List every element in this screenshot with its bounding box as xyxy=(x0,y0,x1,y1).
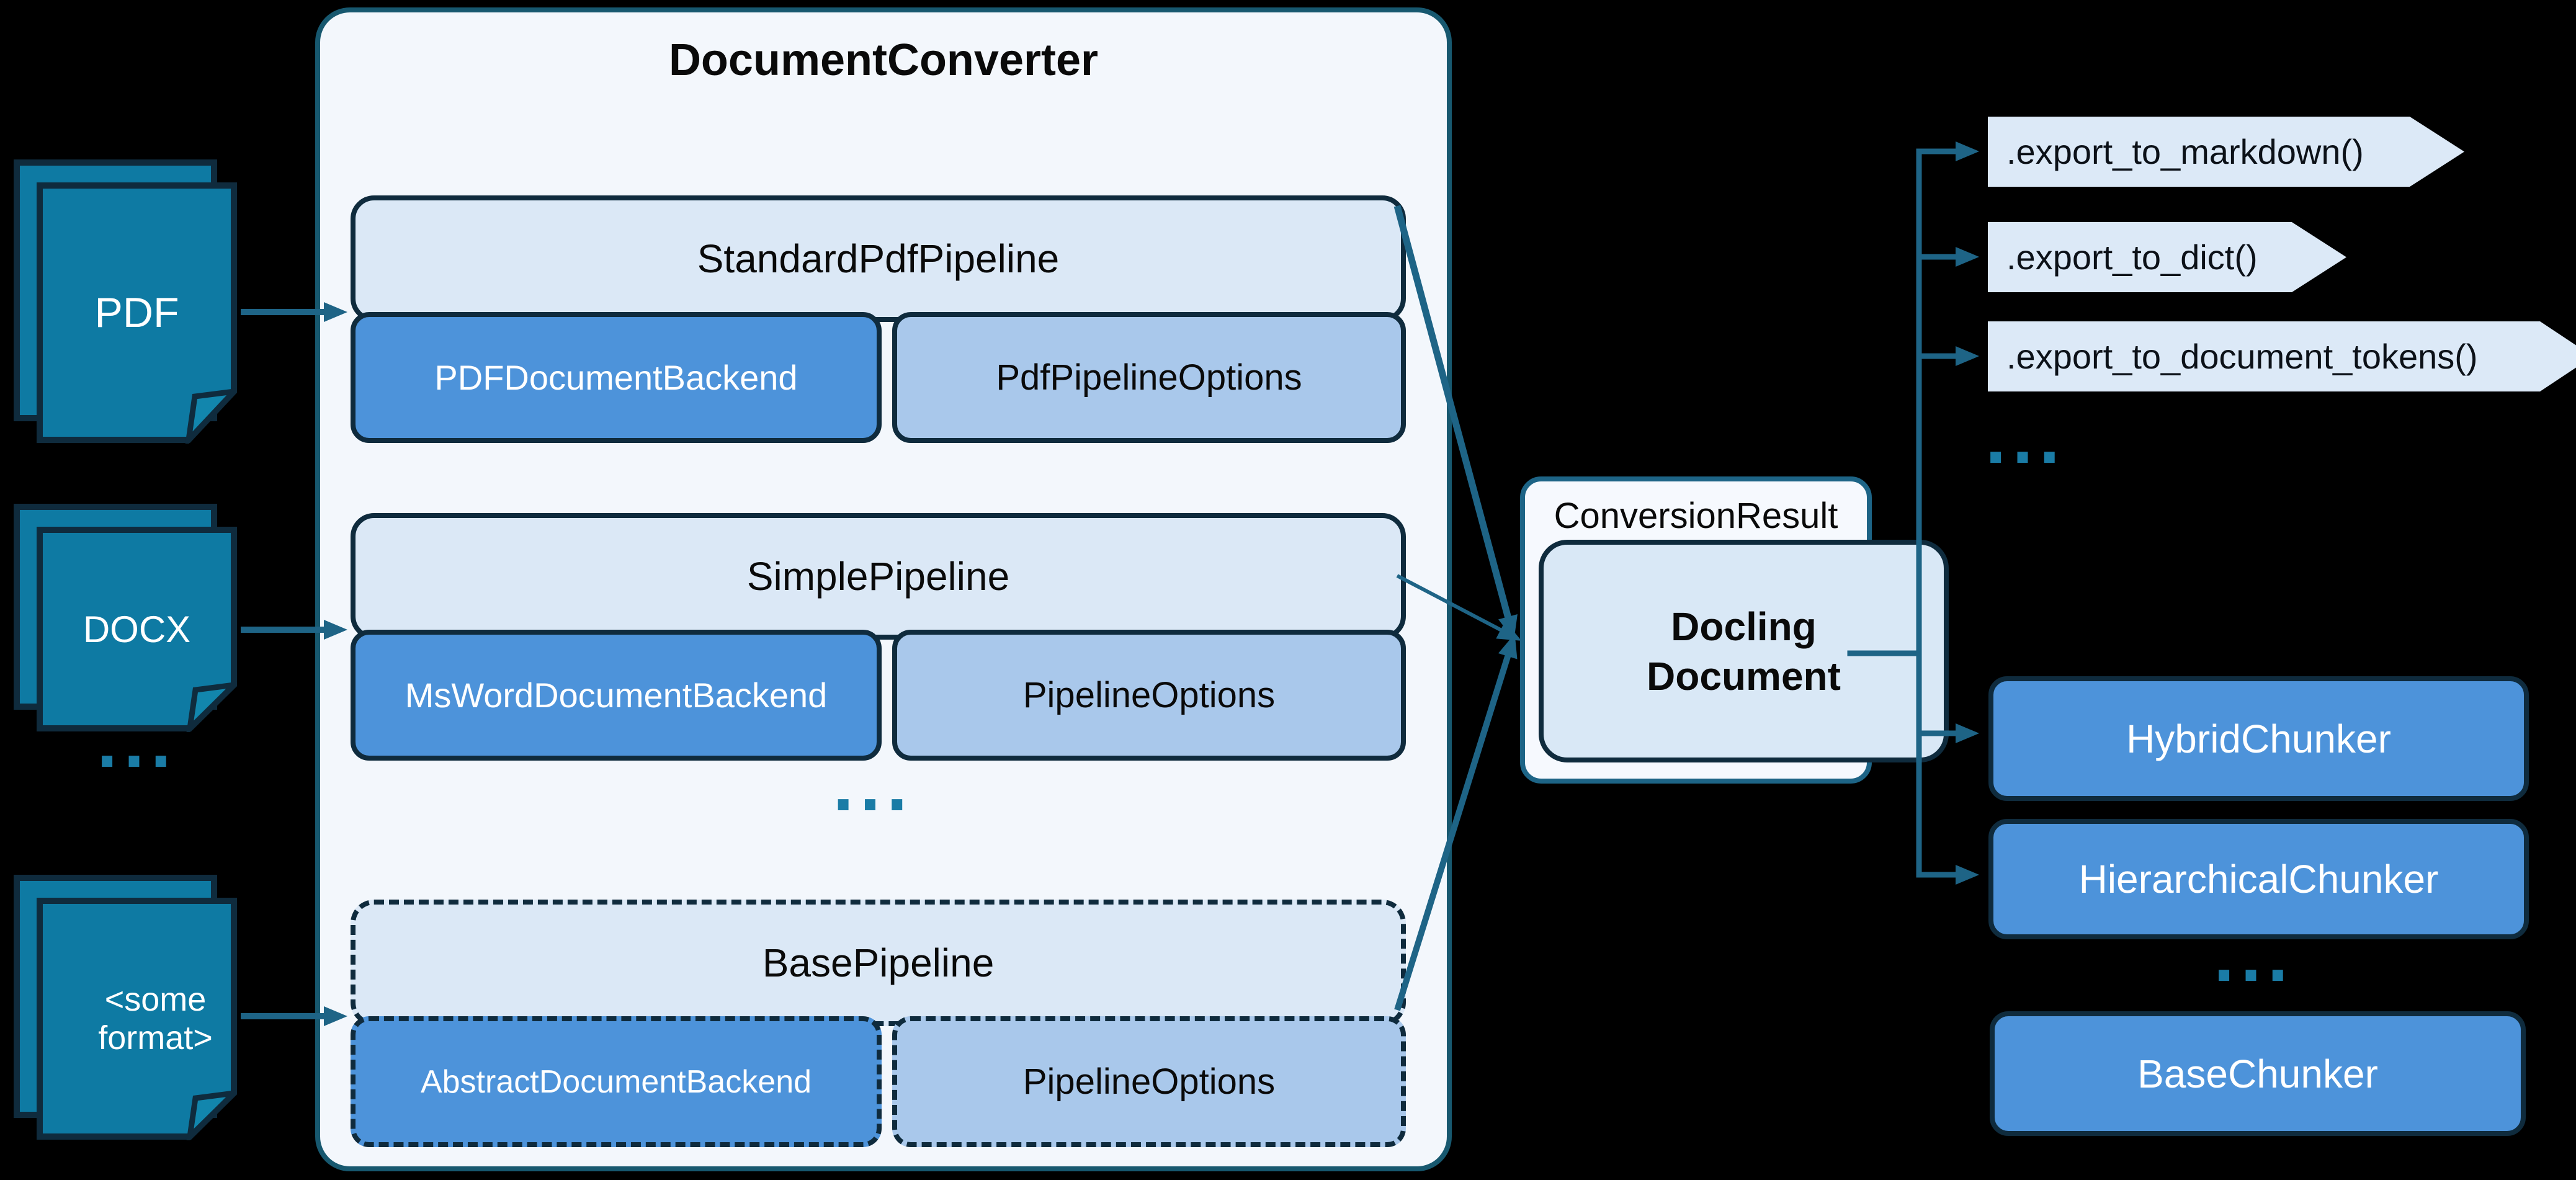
stacked-pages-icon xyxy=(14,504,242,736)
backend-box-msword: MsWordDocumentBackend xyxy=(351,630,882,761)
input-format-label: <some format> xyxy=(98,980,213,1057)
input-format-label: DOCX xyxy=(83,608,191,650)
exports-ellipsis: ... xyxy=(1985,396,2067,479)
chunkers-ellipsis: ... xyxy=(2213,914,2295,997)
input-format-label: PDF xyxy=(94,288,179,336)
base-chunker-box: BaseChunker xyxy=(1990,1011,2526,1136)
page-fold-icon xyxy=(184,387,241,449)
hierarchical-chunker-box: HierarchicalChunker xyxy=(1988,819,2529,939)
pipeline-box-standard-pdf: StandardPdfPipeline xyxy=(351,195,1406,322)
stacked-pages-icon xyxy=(14,875,242,1145)
document-converter-container: DocumentConverter StandardPdfPipeline PD… xyxy=(315,7,1452,1171)
pipeline-box-simple: SimplePipeline xyxy=(351,513,1406,640)
docx-documents-icon: DOCX xyxy=(14,504,242,736)
pdf-documents-icon: PDF xyxy=(14,159,241,449)
page-fold-icon xyxy=(186,1089,242,1145)
page-fold-icon xyxy=(186,681,242,736)
stacked-pages-icon xyxy=(14,159,241,449)
docling-document-box: Docling Document xyxy=(1539,540,1949,762)
pipeline-box-base: BasePipeline xyxy=(351,900,1406,1026)
backend-box-pdf: PDFDocumentBackend xyxy=(351,312,882,443)
backend-box-abstract: AbstractDocumentBackend xyxy=(351,1016,882,1147)
conversion-result-container: ConversionResult Docling Document xyxy=(1520,476,1949,784)
options-box-pdf: PdfPipelineOptions xyxy=(892,312,1406,443)
converter-title: DocumentConverter xyxy=(668,35,1099,85)
export-to-markdown-chevron: .export_to_markdown() xyxy=(1988,117,2464,187)
hybrid-chunker-box: HybridChunker xyxy=(1988,676,2529,801)
export-to-dict-chevron: .export_to_dict() xyxy=(1988,222,2346,292)
options-box-base: PipelineOptions xyxy=(892,1016,1406,1147)
options-box-simple: PipelineOptions xyxy=(892,630,1406,761)
converter-ellipsis: ... xyxy=(833,743,914,826)
export-to-document-tokens-chevron: .export_to_document_tokens() xyxy=(1988,321,2576,391)
conversion-result-label: ConversionResult xyxy=(1554,496,1838,536)
some-format-documents-icon: <some format> xyxy=(14,875,242,1145)
inputs-ellipsis: ... xyxy=(96,700,178,783)
